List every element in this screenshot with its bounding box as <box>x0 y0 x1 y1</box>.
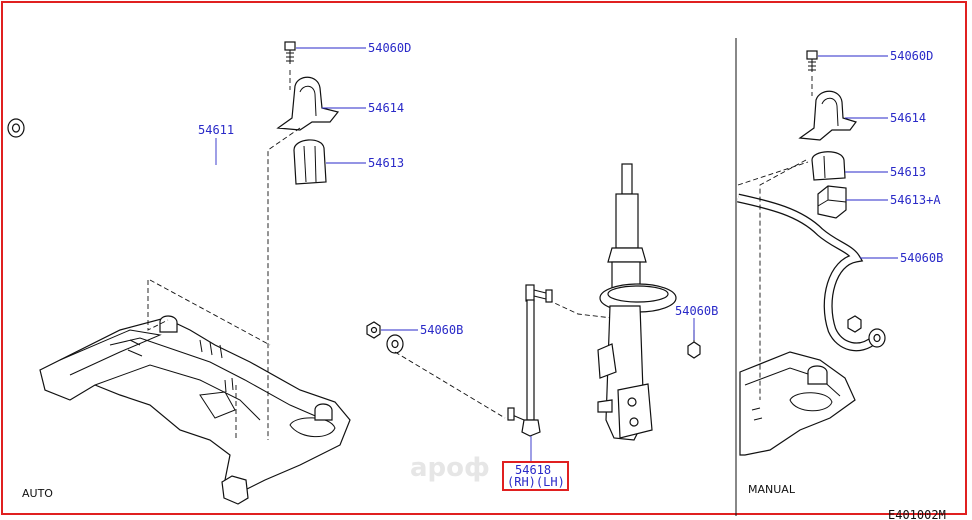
part-number-link[interactable]: 54618 <box>515 463 551 477</box>
part-number-nut-manual[interactable]: 54060B <box>900 251 943 265</box>
drawing-code: E401002M <box>888 508 946 520</box>
dash-manual-main <box>759 159 807 400</box>
dash-manual-top <box>737 161 809 186</box>
stabilizer-bar-manual <box>737 193 886 352</box>
part-number-bushing-alt-manual[interactable]: 54613+A <box>890 193 941 207</box>
part-number-nut-strut[interactable]: 54060B <box>675 304 718 318</box>
strut-assembly <box>597 163 677 441</box>
clamp-manual <box>798 90 857 141</box>
bolt-manual <box>806 50 818 72</box>
bolt-auto <box>284 41 296 64</box>
clamp-auto <box>276 76 340 131</box>
dash-clamp-to-frame <box>267 127 301 440</box>
part-number-bushing-auto[interactable]: 54613 <box>368 156 404 170</box>
bushing-alt-manual <box>817 185 847 219</box>
dash-link-to-strut <box>547 299 613 319</box>
nut-auto <box>366 321 381 339</box>
subframe-crossmember <box>39 315 351 505</box>
nut-manual <box>847 315 862 333</box>
bushing-manual <box>811 151 846 181</box>
part-number-bolt-auto[interactable]: 54060D <box>368 41 411 55</box>
part-number-clamp-auto[interactable]: 54614 <box>368 101 404 115</box>
part-number-bolt-manual[interactable]: 54060D <box>890 49 933 63</box>
stabilizer-link <box>507 284 553 437</box>
label-manual: MANUAL <box>748 483 796 496</box>
link-highlight-box <box>502 461 569 491</box>
part-number-nut-auto[interactable]: 54060B <box>420 323 463 337</box>
stabilizer-bar <box>7 113 404 356</box>
part-number-bushing-manual[interactable]: 54613 <box>890 165 926 179</box>
link-side-label: (RH)(LH) <box>507 475 565 489</box>
dash-frame-top <box>149 279 271 346</box>
watermark-text: ароф <box>410 453 490 483</box>
label-auto: AUTO <box>22 487 53 500</box>
part-number-stabilizer-bar[interactable]: 54611 <box>198 123 234 137</box>
dash-bar-to-link <box>394 351 506 419</box>
dash-frame-left <box>147 280 169 331</box>
part-number-clamp-manual[interactable]: 54614 <box>890 111 926 125</box>
bushing-auto <box>293 139 327 185</box>
subframe-manual <box>739 351 856 456</box>
